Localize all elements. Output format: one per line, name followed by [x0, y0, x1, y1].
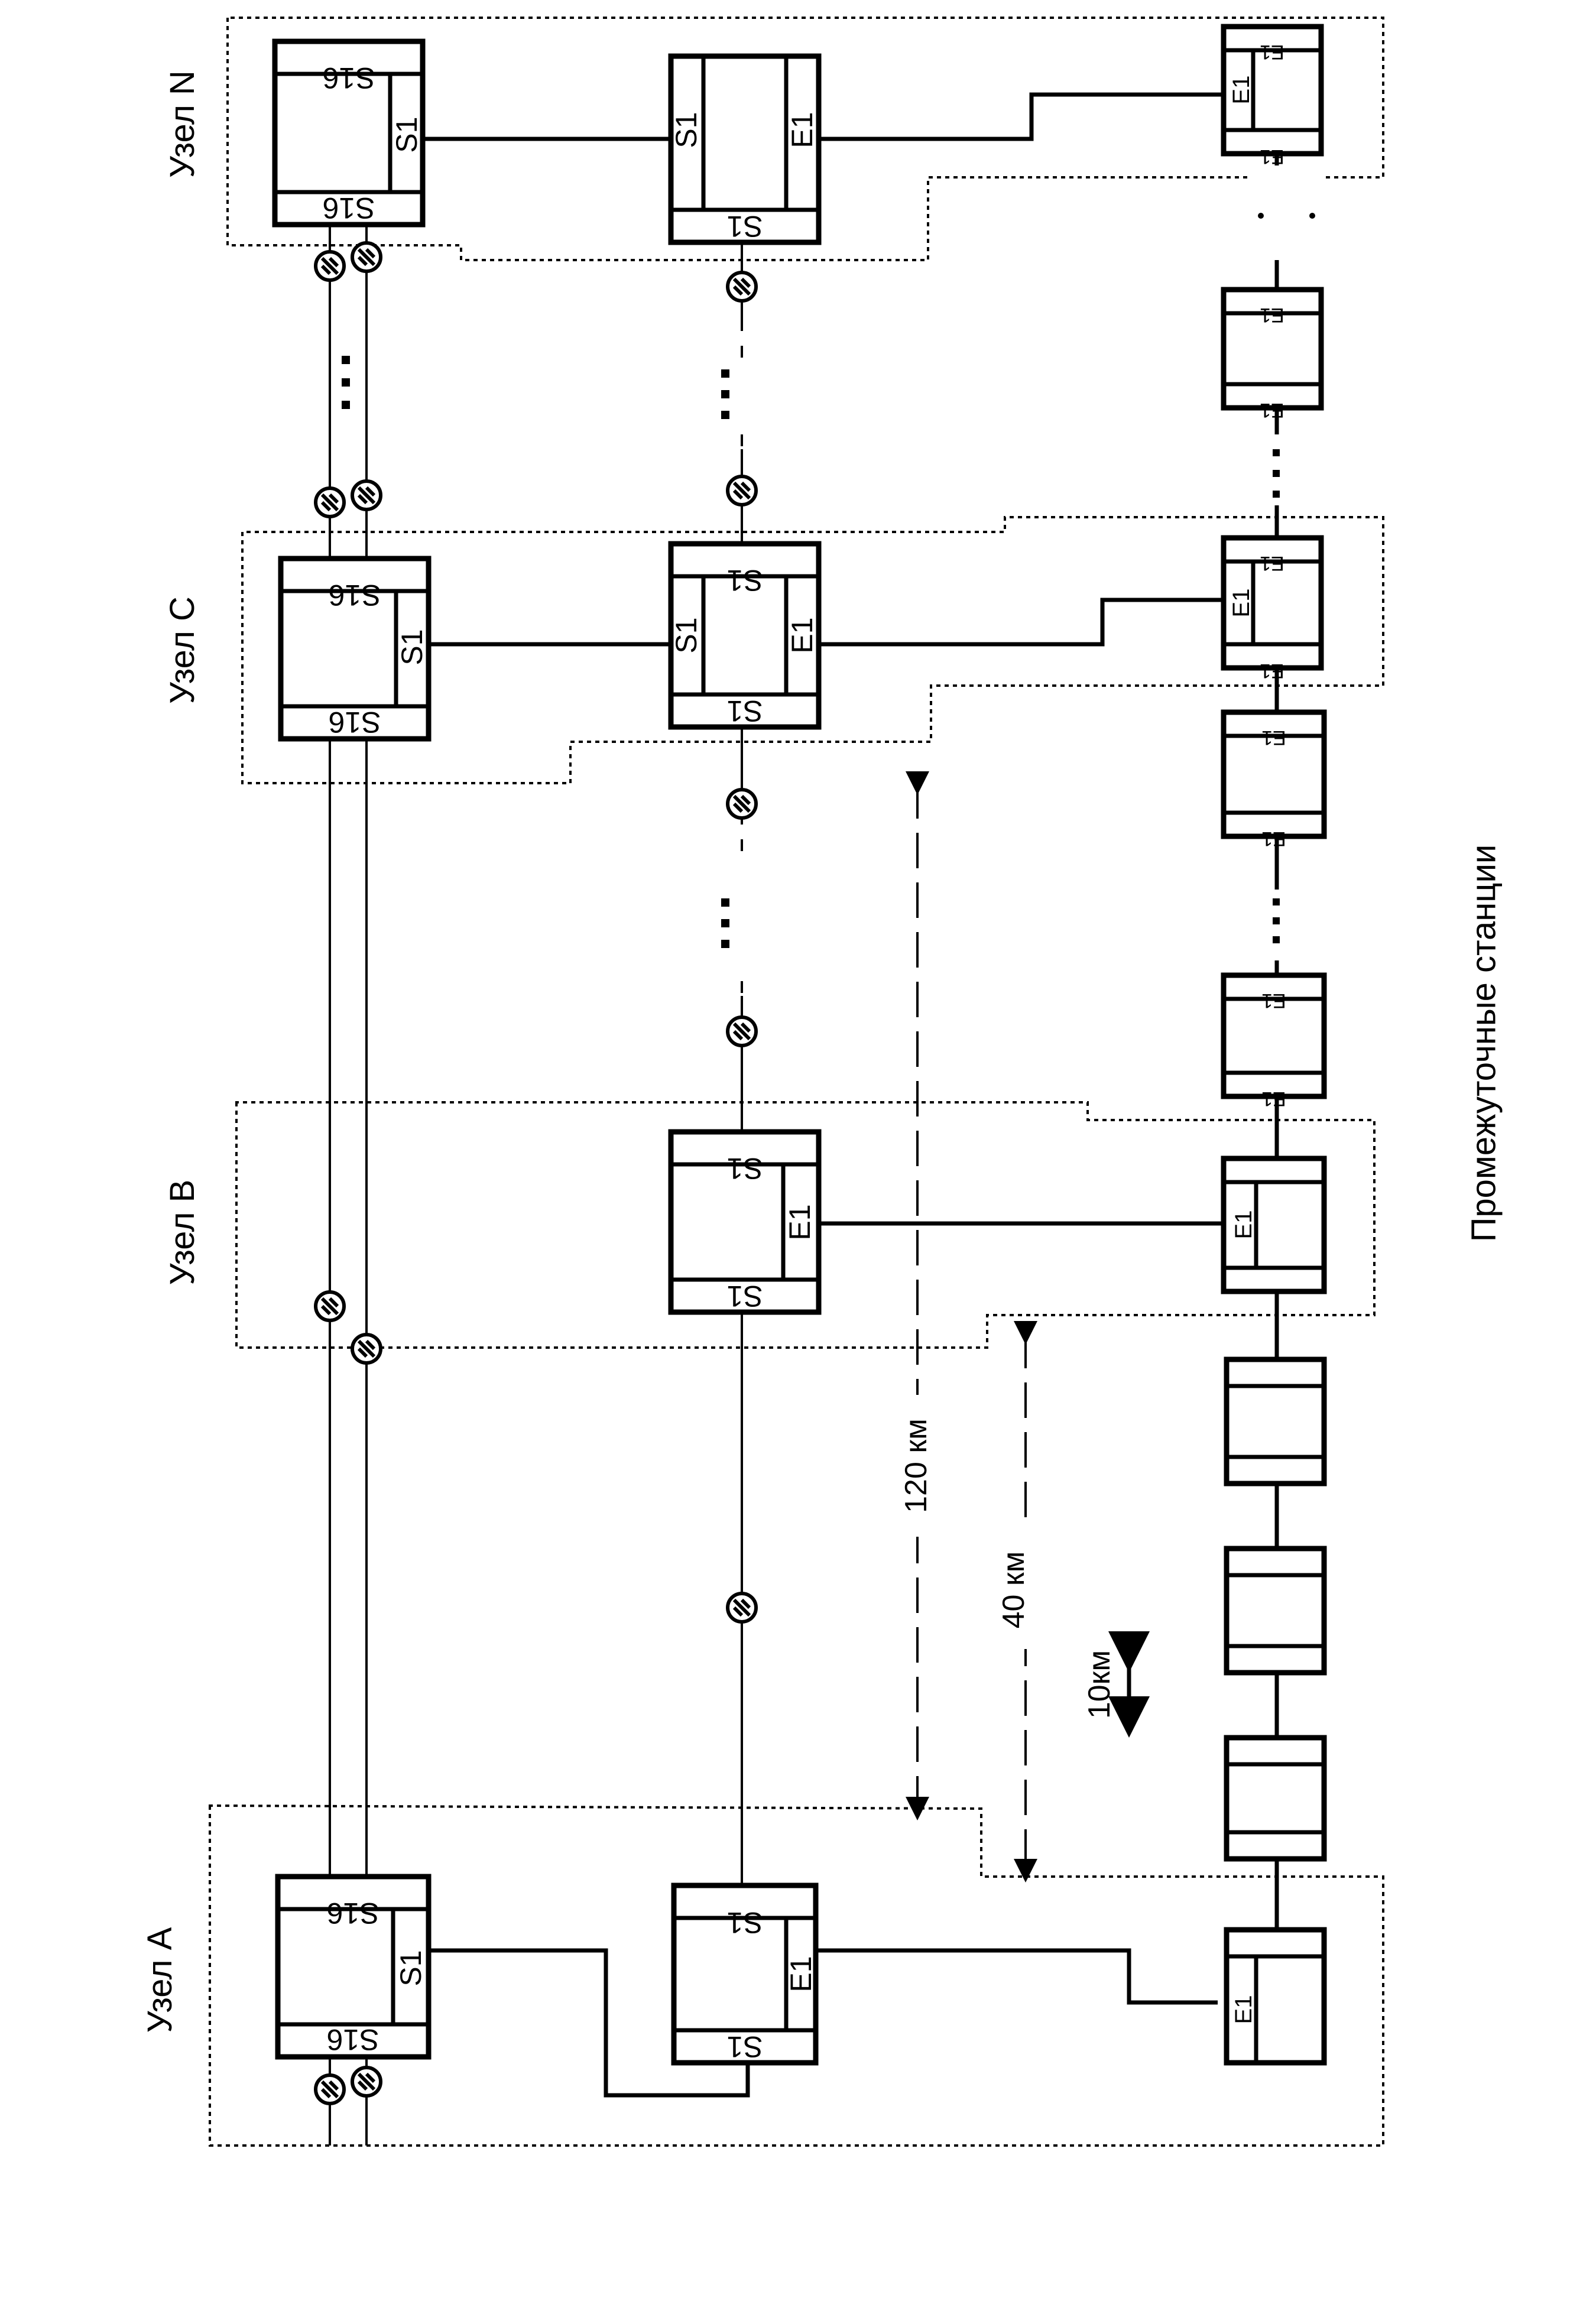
node-n-s16-mux: S16 S16 S1: [272, 38, 426, 228]
node-c-s16-mux: S16 S16 S1: [278, 556, 432, 742]
s16-links: [316, 213, 381, 2146]
svg-text:S1: S1: [395, 629, 429, 665]
amplifier-icon: [728, 1017, 756, 1046]
amplifier-icon: [352, 481, 381, 509]
amplifier-icon: [352, 2067, 381, 2096]
svg-text:E1: E1: [1260, 304, 1284, 326]
amplifier-icon: [316, 252, 344, 280]
intermediate-station: E1 E1: [1221, 972, 1327, 1110]
e1-station-n: E1 E1 E1: [1221, 24, 1324, 168]
svg-text:E1: E1: [1231, 1995, 1257, 2024]
node-c-label: Узел C: [163, 596, 202, 704]
svg-text:S1: S1: [390, 116, 423, 152]
node-b-s1-mux: S1 S1 E1: [668, 1129, 822, 1315]
node-c-s1-mux: S1 S1 S1 E1: [668, 541, 822, 730]
caption: Промежуточные станции: [1465, 845, 1503, 1242]
svg-text:S1: S1: [726, 1152, 763, 1185]
svg-text:S1: S1: [726, 564, 763, 597]
s16-ellipsis: [342, 356, 350, 409]
e1-station-c: E1 E1 E1: [1221, 535, 1324, 682]
distance-40km: 40 км: [984, 1321, 1061, 1882]
e1-station-a: E1: [1224, 1927, 1327, 2066]
svg-text:E1: E1: [1261, 1088, 1286, 1110]
amplifier-icon: [728, 476, 756, 505]
node-a-s16-mux: S16 S16 S1: [275, 1874, 432, 2060]
s1-links: [709, 219, 774, 1885]
node-c-boundary: [241, 516, 1384, 784]
amplifier-icon: [316, 2075, 344, 2104]
e1-ellipsis: [1247, 165, 1324, 960]
svg-text:E1: E1: [784, 1956, 818, 1992]
node-b-boundary: [235, 1101, 1376, 1349]
distance-120km: 120 км: [881, 771, 952, 1820]
svg-text:S16: S16: [323, 192, 375, 225]
svg-text:S16: S16: [323, 61, 375, 95]
svg-text:S1: S1: [394, 1950, 427, 1986]
svg-text:E1: E1: [1261, 827, 1286, 850]
node-labels: Узел A Узел B Узел C Узел N: [141, 70, 202, 2033]
svg-text:E1: E1: [783, 1204, 816, 1240]
svg-text:E1: E1: [1228, 76, 1254, 105]
svg-text:S16: S16: [329, 706, 381, 739]
svg-text:S1: S1: [726, 1906, 763, 1939]
amplifier-icon: [352, 1335, 381, 1363]
node-a-boundary: [209, 1804, 1384, 2147]
intermediate-station: E1 E1: [1221, 287, 1324, 421]
svg-text:E1: E1: [1261, 726, 1286, 749]
node-n-label: Узел N: [163, 70, 202, 178]
svg-text:E1: E1: [1261, 989, 1286, 1012]
svg-text:S1: S1: [726, 2030, 763, 2063]
svg-text:E1: E1: [1260, 660, 1284, 682]
e1-station-b: E1: [1221, 1156, 1327, 1294]
svg-text:S16: S16: [327, 1897, 379, 1930]
svg-text:E1: E1: [1260, 399, 1284, 421]
amplifier-icon: [728, 790, 756, 818]
node-connections: [423, 92, 1230, 2098]
distance-120km-label: 120 км: [899, 1419, 933, 1513]
amplifier-icon: [352, 243, 381, 271]
svg-text:E1: E1: [1260, 41, 1284, 63]
distance-10km: 10км: [1082, 1631, 1150, 1738]
distance-10km-label: 10км: [1082, 1650, 1117, 1719]
svg-text:S1: S1: [726, 210, 763, 243]
svg-text:E1: E1: [1231, 1210, 1257, 1239]
svg-text:E1: E1: [1228, 589, 1254, 618]
amplifier-icon: [316, 488, 344, 517]
svg-text:E1: E1: [786, 617, 819, 653]
node-boundaries: [209, 17, 1384, 2147]
amplifier-icon: [728, 272, 756, 301]
distance-40km-label: 40 км: [997, 1552, 1031, 1629]
svg-text:S1: S1: [670, 617, 703, 653]
svg-text:E1: E1: [1260, 552, 1284, 574]
amplifier-icon: [316, 1292, 344, 1320]
node-a-s1-mux: S1 S1 E1: [671, 1882, 819, 2066]
svg-text:S16: S16: [327, 2023, 379, 2056]
svg-text:S1: S1: [726, 694, 763, 728]
node-a-label: Узел A: [141, 1927, 179, 2033]
amplifier-icon: [728, 1593, 756, 1622]
svg-text:S16: S16: [329, 579, 381, 612]
node-b-label: Узел B: [163, 1180, 202, 1286]
s1-ellipsis-2: [721, 898, 729, 948]
svg-text:S1: S1: [726, 1280, 763, 1313]
svg-text:E1: E1: [1260, 145, 1284, 168]
s1-ellipsis-1: [721, 369, 729, 419]
intermediate-station: [1224, 1735, 1327, 1862]
intermediate-station: [1224, 1356, 1327, 1486]
intermediate-station: E1 E1: [1221, 709, 1327, 850]
svg-text:E1: E1: [786, 112, 819, 148]
svg-text:S1: S1: [670, 112, 703, 148]
intermediate-station: [1224, 1546, 1327, 1676]
node-n-s1-mux: S1 S1 E1: [668, 53, 822, 245]
